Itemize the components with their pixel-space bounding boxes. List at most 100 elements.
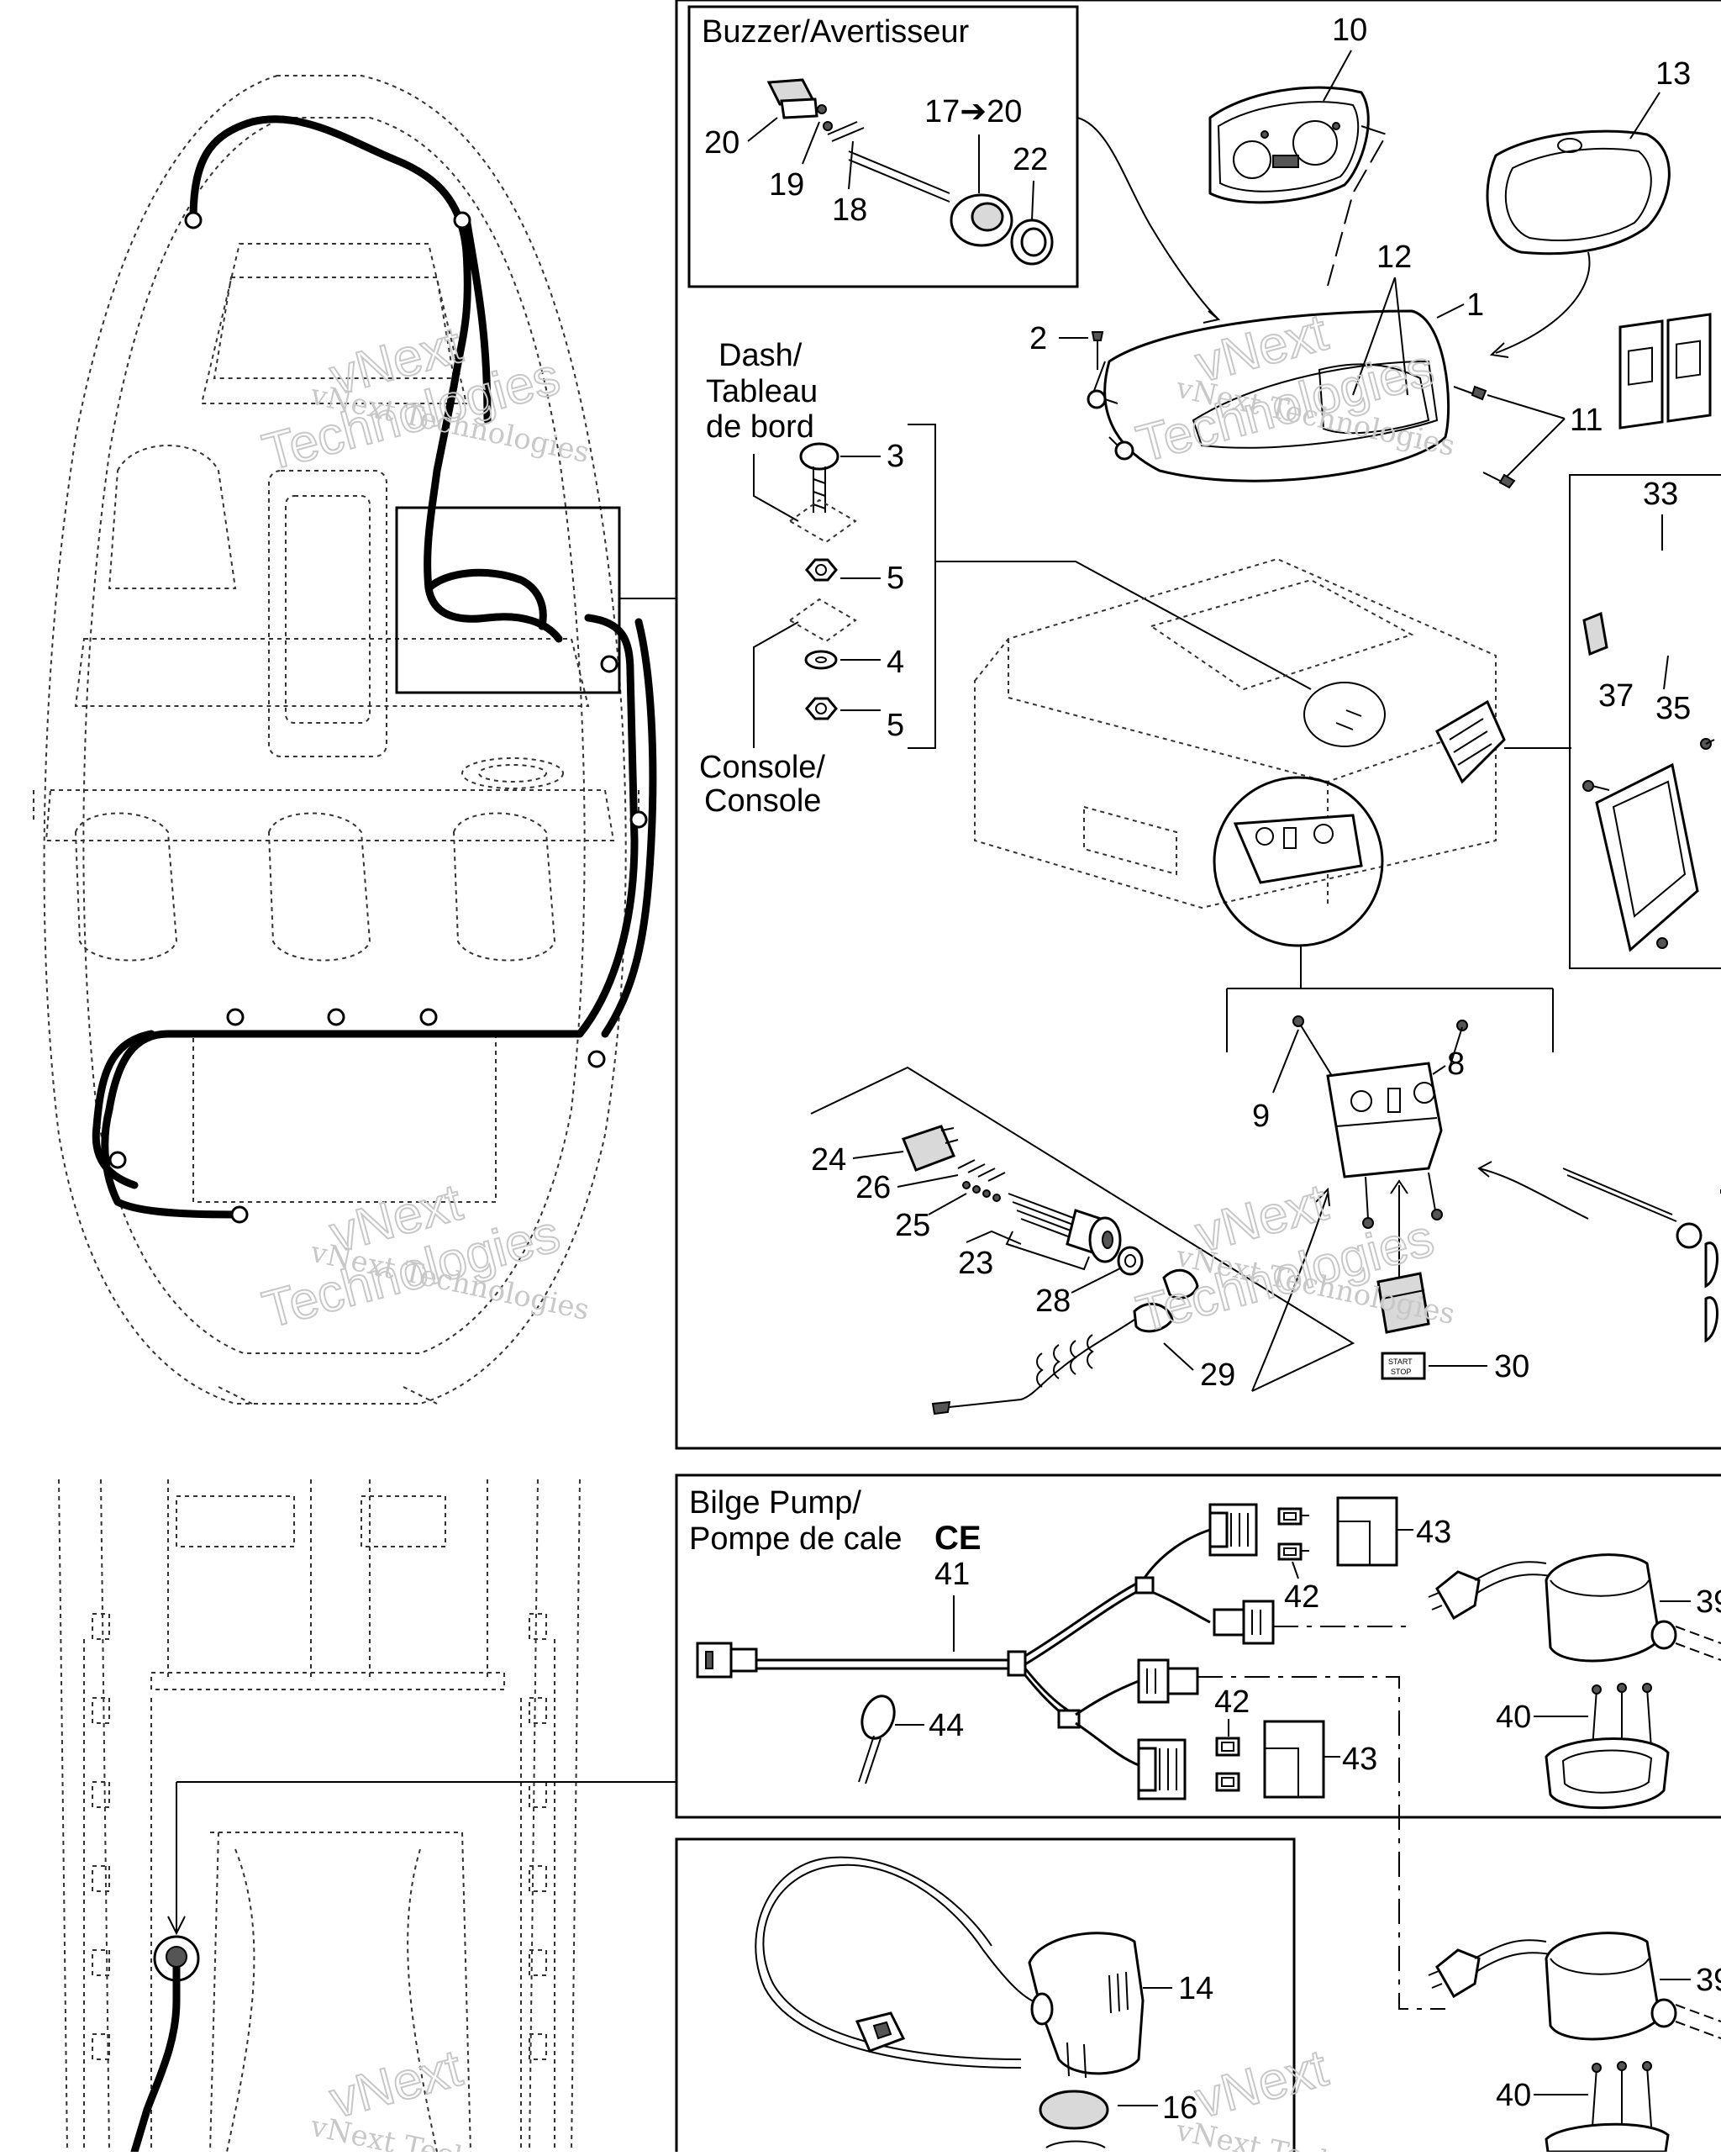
dash-console-1 <box>1087 309 1450 482</box>
fuse-holder-lower <box>1137 1738 1187 1800</box>
dash-title-3: de bord <box>706 409 814 445</box>
callout-23: 23 <box>958 1246 993 1281</box>
console-title-1: Console/ <box>699 750 825 785</box>
callout-43-a: 43 <box>1416 1515 1451 1550</box>
cover-16 <box>1039 2090 1109 2130</box>
tie-wrap-44 <box>858 1695 896 1784</box>
dash-title-2: Tableau <box>706 374 818 409</box>
watermark-logo: vNext <box>1190 2039 1334 2130</box>
buzzer-title: Buzzer/Avertisseur <box>702 14 970 50</box>
hull-top-view: vNext Technologies vNext Technologies vN… <box>33 75 657 1405</box>
ignition-section: START STOP 24 26 25 23 28 29 30 <box>810 1066 1529 1415</box>
hull-engine-bay-view: vNext Technologies vNext <box>58 1479 676 2156</box>
callout-42-b: 42 <box>1214 1684 1250 1720</box>
callout-2: 2 <box>1029 321 1047 356</box>
buzzer-unit <box>848 150 1054 266</box>
switch-panel-section: 33 37 35 <box>1569 313 1721 969</box>
harness-41 <box>696 1528 1211 1767</box>
callout-4: 4 <box>887 645 904 680</box>
callout-35: 35 <box>1655 691 1691 726</box>
detail-box-console <box>395 506 621 694</box>
switch-33 <box>1618 313 1712 430</box>
connector-upper-right <box>1213 1600 1275 1645</box>
console-detail-circle <box>1213 776 1384 947</box>
callout-22: 22 <box>1013 142 1048 177</box>
dash-title-1: Dash/ <box>718 338 803 373</box>
watermark-logo: vNext <box>324 2039 468 2130</box>
callout-5-a: 5 <box>887 561 904 596</box>
dash-hardware-section: Dash/ Tableau de bord Console/ Console 3… <box>699 338 1312 819</box>
strainer-40-upper <box>1545 1683 1670 1810</box>
callout-1: 1 <box>1466 287 1484 323</box>
strainer-40-lower <box>1545 2061 1670 2153</box>
bilge-pump-section: Bilge Pump/ Pompe de cale CE 41 <box>689 1485 1451 2010</box>
buzzer-frame <box>687 5 1079 288</box>
connector-24 <box>902 1125 959 1172</box>
callout-14: 14 <box>1178 1971 1213 2006</box>
start-text: START <box>1388 1357 1413 1366</box>
callout-43-b: 43 <box>1342 1742 1377 1777</box>
callout-44: 44 <box>929 1708 964 1743</box>
callout-42-a: 42 <box>1284 1579 1319 1615</box>
callout-25: 25 <box>895 1208 930 1243</box>
callout-29: 29 <box>1200 1357 1235 1393</box>
console-body <box>974 557 1571 1052</box>
safety-lanyard-29 <box>931 1268 1199 1415</box>
hull-rail-marks <box>92 1613 547 2060</box>
dash-bezel-13 <box>1486 129 1671 256</box>
nut-5-a <box>805 558 838 582</box>
gauge-cluster-10 <box>1208 86 1370 204</box>
pins-26 <box>957 1159 1006 1202</box>
start-stop-switch-30: START STOP <box>1376 1272 1430 1380</box>
fuses-42-lower <box>1215 1737 1240 1792</box>
fuses-42-upper <box>1277 1507 1303 1561</box>
buzzer-pins <box>823 121 865 142</box>
callout-17-20: 17➔20 <box>924 94 1022 129</box>
callout-30: 30 <box>1494 1349 1529 1384</box>
buzzer-section: Buzzer/Avertisseur 20 19 18 17➔20 22 <box>687 5 1221 324</box>
fuse-cover-43-lower <box>1263 1720 1325 1799</box>
nut-5-b <box>805 697 838 720</box>
callout-13: 13 <box>1655 56 1691 92</box>
callout-20-a: 20 <box>704 125 739 161</box>
callout-12: 12 <box>1376 240 1412 275</box>
connector-lower-right <box>1137 1658 1199 1704</box>
lanyard-right <box>1562 1168 1718 1343</box>
callout-3: 3 <box>887 439 904 474</box>
callout-8: 8 <box>1447 1046 1465 1082</box>
lower-detail-frame <box>675 1837 1296 2156</box>
bilge-pump-39-upper <box>1428 1553 1721 1663</box>
lower-detail-parts: 14 16 <box>755 1856 1213 2148</box>
callout-39-b: 39 <box>1696 1963 1721 1998</box>
stop-text: STOP <box>1391 1368 1411 1376</box>
upper-detail-frame <box>675 0 1721 1450</box>
buzzer-connector <box>766 78 827 119</box>
screws-11 <box>1453 385 1516 489</box>
callout-11: 11 <box>1570 403 1603 438</box>
washer-4 <box>804 650 838 670</box>
hull-storage-outline <box>285 495 371 724</box>
nut-28 <box>1117 1246 1144 1276</box>
bilge-pump-39-lower <box>1428 1932 1721 2041</box>
callout-9: 9 <box>1252 1099 1270 1134</box>
console-title-2: Console <box>704 783 821 819</box>
start-stop-label <box>1381 1352 1426 1380</box>
callout-5-b: 5 <box>887 708 904 743</box>
callout-28: 28 <box>1035 1284 1071 1319</box>
callout-40-b: 40 <box>1496 2078 1531 2113</box>
callout-33: 33 <box>1643 477 1678 512</box>
switch-housing-8 <box>1292 1015 1468 1229</box>
fuse-cover-43-upper <box>1336 1496 1398 1567</box>
ce-mark: CE <box>934 1520 982 1557</box>
bilge-pump-frame <box>675 1473 1721 1819</box>
callout-10: 10 <box>1332 13 1367 48</box>
bolt-3 <box>799 442 839 513</box>
callout-37: 37 <box>1598 678 1634 714</box>
callout-18: 18 <box>832 192 867 228</box>
bilge-title-1: Bilge Pump/ <box>689 1485 861 1521</box>
bilge-pump-14 <box>1028 1932 1145 2079</box>
switch-cover <box>1582 738 1715 952</box>
screw-2 <box>1091 331 1104 370</box>
fuse-holder-upper <box>1208 1503 1258 1557</box>
